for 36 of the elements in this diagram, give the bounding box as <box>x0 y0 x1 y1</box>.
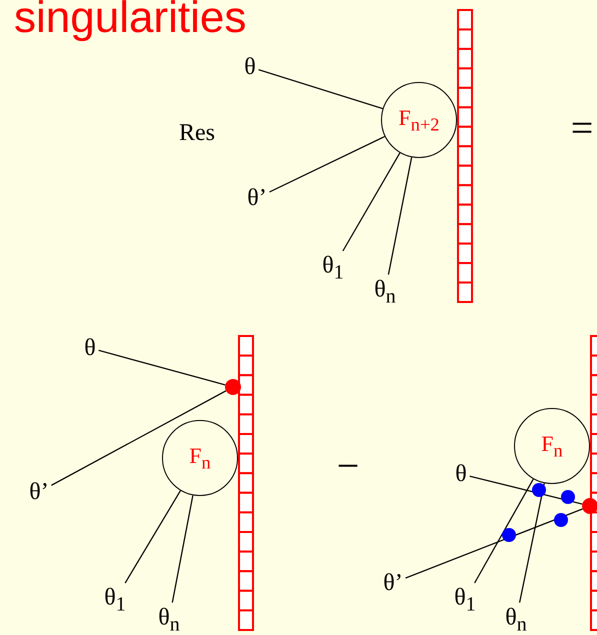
angle-label: θ$_{1}$ <box>322 254 344 282</box>
angle-label: θ$_{1}$ <box>104 586 126 614</box>
angle-label: θ <box>455 462 467 486</box>
function-label: F$_{n+2}$ <box>398 104 440 136</box>
propagator-line <box>405 508 583 579</box>
propagator-line <box>98 350 226 386</box>
angle-label: θ’ <box>247 186 267 210</box>
blob-circle <box>381 82 457 158</box>
vertex-dot <box>225 379 241 395</box>
propagator-line <box>470 476 582 505</box>
angle-label: θ$_{1}$ <box>454 586 476 614</box>
angle-label: θ <box>84 336 96 360</box>
propagator-line <box>172 495 194 603</box>
angle-label: θ <box>244 55 256 79</box>
angle-label: θ’ <box>29 480 49 504</box>
function-label: F$_{n}$ <box>541 430 563 462</box>
function-label: F$_{n}$ <box>189 442 211 474</box>
angle-label: θ’ <box>383 571 403 595</box>
angle-label: θ$_{n}$ <box>505 606 527 634</box>
propagator-line <box>474 478 534 584</box>
propagator-line <box>388 157 412 275</box>
propagator-line <box>51 390 226 486</box>
propagator-line <box>342 152 400 252</box>
blob-circle <box>514 408 590 484</box>
angle-label: θ$_{n}$ <box>374 278 396 306</box>
angle-label: θ$_{n}$ <box>158 606 180 634</box>
slide-title: singularities <box>14 0 246 42</box>
propagator-line <box>519 483 545 603</box>
blob-circle <box>162 420 238 496</box>
equals-sign: = <box>570 108 594 148</box>
vertex-dot <box>582 498 597 514</box>
propagator-line <box>124 490 181 584</box>
propagator-line <box>258 69 383 110</box>
residue-label: Res <box>179 121 215 145</box>
minus-sign: − <box>336 446 360 486</box>
propagator-line <box>269 136 386 193</box>
